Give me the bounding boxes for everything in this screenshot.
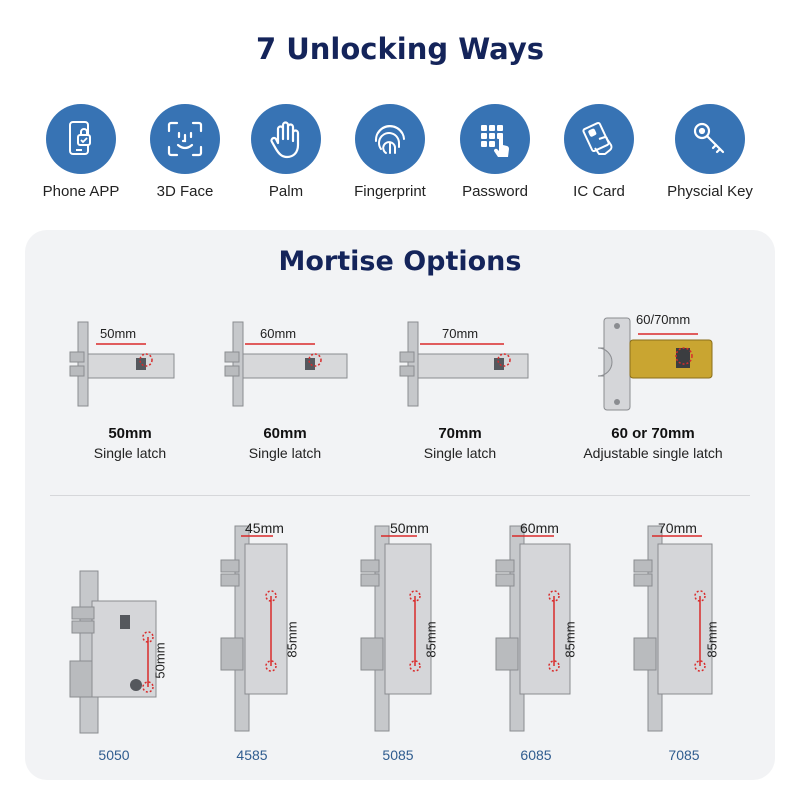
latch-dimension: 60/70mm — [636, 312, 691, 327]
unlock-way-fingerprint: Fingerprint — [335, 104, 445, 200]
unlock-way-ic-card: IC Card — [544, 104, 654, 200]
latch-dimension: 60mm — [260, 326, 297, 341]
latch-50mm: 50mm 50mm Single latch — [60, 310, 200, 461]
latch-dimension: 50mm — [100, 326, 137, 341]
unlock-way-label: Phone APP — [42, 183, 120, 200]
unlock-way-physical-key: Physcial Key — [652, 104, 768, 200]
latch-size: 50mm — [108, 425, 152, 442]
mortise-backset: 45mm — [245, 520, 284, 536]
latch-60mm: 60mm 60mm Single latch — [215, 310, 355, 461]
mortise-5085-image — [360, 525, 432, 732]
mortise-7085-image — [633, 525, 713, 732]
mortise-model-label: 7085 — [668, 747, 700, 763]
latch-image — [399, 321, 529, 407]
latch-image — [224, 321, 348, 407]
mortise-6085-image — [495, 525, 571, 732]
unlock-way-label: Password — [462, 183, 528, 200]
latch-size: 70mm — [438, 425, 482, 442]
mortise-4585-image — [220, 525, 288, 732]
latch-70mm: 70mm 70mm Single latch — [390, 310, 530, 461]
keypad-icon — [460, 104, 530, 174]
mortise-model-label: 4585 — [236, 747, 268, 763]
card-icon — [564, 104, 634, 174]
phone-app-icon — [46, 104, 116, 174]
latch-size: 60mm — [263, 425, 307, 442]
palm-icon — [251, 104, 321, 174]
unlock-way-label: Palm — [268, 183, 304, 200]
unlock-way-palm: Palm — [231, 104, 341, 200]
latch-image — [597, 317, 713, 411]
mortise-model-label: 5085 — [382, 747, 414, 763]
mortise-options-title: Mortise Options — [278, 246, 522, 277]
latch-adjustable: 60/70mm 60 or 70mm Adjustable single lat… — [568, 310, 738, 461]
unlock-way-phone-app: Phone APP — [26, 104, 136, 200]
mortise-height: 85mm — [423, 621, 439, 658]
mortise-backset: 50mm — [390, 520, 429, 536]
mortise-backset: 70mm — [658, 520, 697, 536]
mortise-height: 85mm — [562, 621, 578, 658]
mortise-5050-image — [69, 570, 157, 734]
mortise-model-label: 5050 — [98, 747, 130, 763]
fingerprint-icon — [355, 104, 425, 174]
mortise-height: 50mm — [152, 642, 168, 679]
unlock-way-label: IC Card — [573, 183, 625, 200]
face-scan-icon — [150, 104, 220, 174]
latch-dimension: 70mm — [442, 326, 479, 341]
unlock-way-label: Fingerprint — [354, 183, 426, 200]
unlock-way-password: Password — [440, 104, 550, 200]
key-icon — [675, 104, 745, 174]
latch-description: Single latch — [248, 445, 322, 461]
unlock-way-label: 3D Face — [156, 183, 214, 200]
latch-description: Single latch — [423, 445, 497, 461]
latch-image — [69, 321, 175, 407]
unlock-way-label: Physcial Key — [667, 183, 753, 200]
latch-description: Single latch — [93, 445, 167, 461]
panel-divider — [50, 495, 750, 496]
latch-size: 60 or 70mm — [611, 425, 695, 442]
mortise-height: 85mm — [704, 621, 720, 658]
page-title: 7 Unlocking Ways — [255, 32, 545, 66]
mortise-model-label: 6085 — [520, 747, 552, 763]
unlock-way-3d-face: 3D Face — [130, 104, 240, 200]
mortise-height: 85mm — [284, 621, 300, 658]
unlocking-ways-row: Phone APP 3D Face Palm Fingerprint Passw… — [30, 104, 770, 204]
mortise-backset: 60mm — [520, 520, 559, 536]
latch-description: Adjustable single latch — [583, 445, 723, 461]
